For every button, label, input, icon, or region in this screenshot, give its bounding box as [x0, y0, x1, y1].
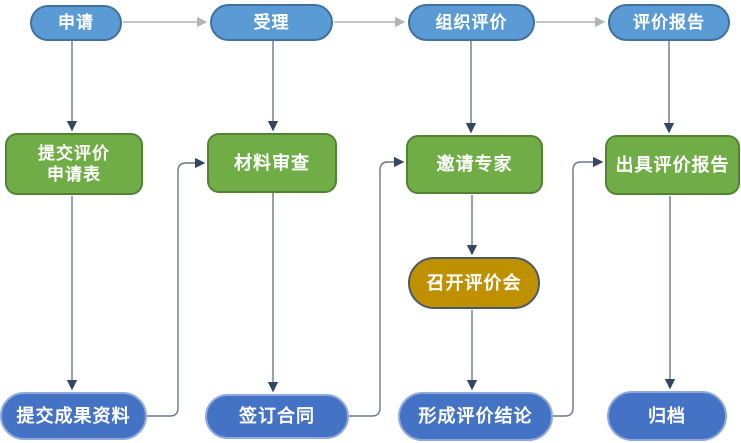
node-form-evaluation-conclusion: 形成评价结论: [398, 392, 553, 441]
node-submit-result-materials: 提交成果资料: [0, 392, 147, 440]
connector-conclusion-issuereport: [553, 156, 604, 417]
connector-submitresults-materialreview: [147, 157, 206, 417]
node-evaluation-report: 评价报告: [608, 4, 730, 41]
node-issue-evaluation-report: 出具评价报告: [605, 135, 740, 195]
node-apply: 申请: [30, 5, 122, 41]
node-material-review: 材料审查: [207, 133, 337, 193]
node-hold-evaluation-meeting: 召开评价会: [408, 257, 540, 309]
node-accept: 受理: [210, 4, 333, 41]
node-sign-contract: 签订合同: [205, 394, 349, 439]
node-organize-evaluation: 组织评价: [408, 4, 535, 41]
node-submit-application-form: 提交评价 申请表: [5, 133, 143, 195]
node-invite-experts: 邀请专家: [406, 135, 543, 194]
connector-signcontract-inviteexperts: [349, 156, 405, 417]
node-archive: 归档: [607, 391, 727, 441]
